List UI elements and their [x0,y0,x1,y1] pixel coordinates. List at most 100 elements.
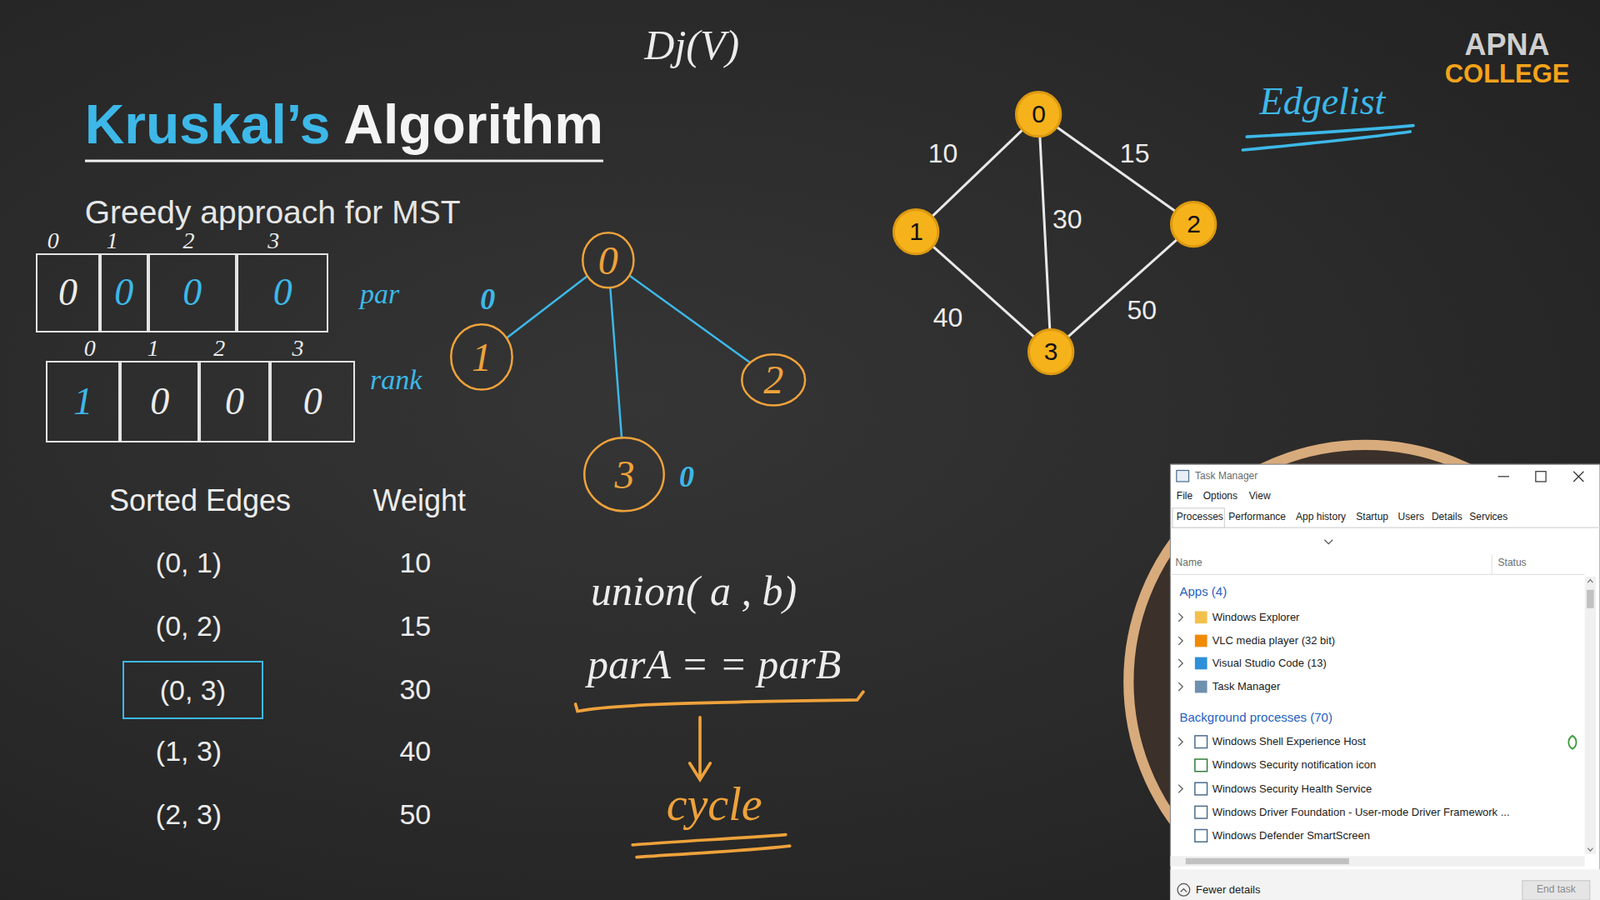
edge-weight: 40 [933,301,964,333]
graph-vertex-shape [894,209,939,254]
graph-vertex: 0 [1015,90,1062,138]
task-manager-window [1170,464,1600,900]
close-button [1573,471,1584,482]
label-holder: (0, 1) [155,546,222,580]
label-holder: (1, 3) [155,735,222,769]
toggle-label: Fewer details [1195,883,1260,896]
selected-tab [1172,508,1225,528]
handwritten-note: Edgelist [1260,80,1386,125]
label-holder: 10 [399,546,431,580]
process-name: Windows Defender SmartScreen [1212,829,1370,842]
label-holder: Status [1498,557,1527,570]
tree-node: 0 [581,231,635,290]
table-cell: 15 [399,610,431,643]
array-cell: 0 [35,253,100,334]
index-number: 0 [84,334,96,361]
label-holder: File [1176,490,1193,503]
process-name: VLC media player (32 bit) [1212,635,1335,648]
handwritten-note: union( a , b) [590,567,797,616]
array-name: par [360,277,400,310]
tree-node: 2 [740,353,806,407]
tab-label: Services [1469,511,1508,524]
label-holder: Services [1469,511,1508,524]
fewer-details-chevron [1180,889,1187,893]
logo-text: APNA [1465,27,1550,62]
process-icon [1195,830,1208,843]
label-holder: Users [1398,511,1425,524]
column-header: Name [1175,557,1203,570]
expand-chevron [1178,785,1183,794]
title-word: Algorithm [330,93,604,155]
edge-weight: 10 [928,137,959,169]
graph-edge [934,247,1035,337]
label-holder: Windows Security Health Service [1212,782,1372,795]
node-text: 2 [763,356,784,403]
label-holder: 0 [679,460,695,495]
bottom-bar [1170,869,1600,900]
label-holder: Startup [1355,511,1389,524]
node-text: 0 [598,237,619,284]
label-holder: rank [370,363,422,396]
label-holder: Greedy approach for MST [85,193,461,231]
tab-bar-line [1170,526,1600,528]
label-holder: 0 [480,282,495,317]
label-holder: Options [1203,490,1238,503]
handwritten-note: cycle [666,777,763,831]
table-cell: 10 [399,546,431,580]
highlight-box: (0, 3) [122,660,264,720]
graph-vertex: 1 [892,208,940,255]
handwritten-note: Dj(V) [644,21,740,70]
label-holder: 30 [399,673,431,706]
chalk-underline [632,835,790,858]
node-text: 0 [1031,100,1046,130]
node-text: 0 [58,270,78,315]
subtitle: Greedy approach for MST [85,193,461,231]
label-holder: Windows Explorer [1212,610,1300,624]
label-holder: Details [1431,511,1463,524]
sort-chevron [1324,540,1333,545]
index-number: 1 [106,227,119,255]
window-icon [1176,470,1190,481]
chalk-arrow [698,717,702,778]
graph-vertex-shape [1016,91,1061,136]
column-divider [1491,554,1493,575]
rank-note: 0 [480,282,495,317]
process-icon [1195,782,1208,795]
node-text: 0 [150,380,170,425]
node-text: 1 [73,380,93,425]
label-holder: 0 [47,227,60,255]
process-icon [1195,805,1208,819]
node-text: 0 [114,270,134,315]
label-holder: 50 [399,799,431,832]
label-holder: 3 [292,334,305,361]
group-header: Background processes (70) [1180,710,1333,725]
label-holder: 1 [147,334,160,361]
label-holder: Windows Shell Experience Host [1212,735,1366,749]
edge-weight: 30 [1052,204,1083,235]
tree-node-shape [582,232,634,288]
process-icon [1195,735,1208,749]
edge-label-holder: 40 [933,301,964,333]
label-holder: Visual Studio Code (13) [1212,656,1327,670]
menu-item: View [1249,490,1271,503]
table-cell: (1, 3) [155,735,222,769]
process-name: Task Manager [1212,680,1281,694]
process-name: Windows Security Health Service [1212,782,1372,795]
label-holder: Weight [373,484,466,519]
illustration-group [575,125,1600,900]
label-holder: Windows Driver Foundation - User-mode Dr… [1212,805,1510,819]
edge-label-holder: 10 [928,137,959,169]
label-holder: VLC media player (32 bit) [1212,635,1335,648]
title-holder: Kruskal’s Algorithm [85,93,604,163]
label-holder: cycle [666,777,763,831]
label-holder: par [360,277,400,310]
label-holder: Processes [1176,511,1224,524]
array-cell: 0 [199,360,271,443]
label-holder: Sorted Edges [109,484,291,519]
slide-title: Kruskal’s Algorithm [85,93,604,163]
label-holder: View [1249,490,1271,503]
handwritten-note: parA = = parB [587,641,841,690]
edge-label-holder: 15 [1120,137,1150,169]
process-name: Visual Studio Code (13) [1212,656,1327,670]
node-text: 1 [909,217,924,247]
